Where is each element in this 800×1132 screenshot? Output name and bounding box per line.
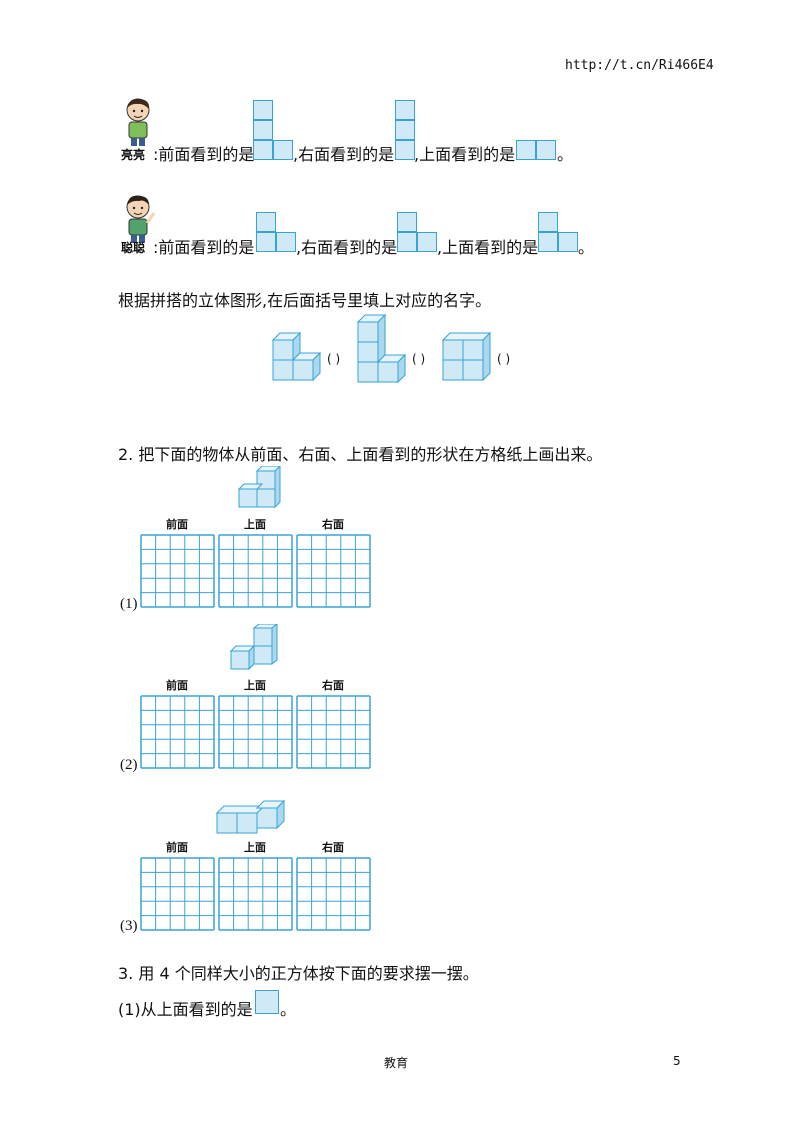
grid-paper-2-1[interactable]: [140, 695, 215, 769]
q3-title: 3. 用 4 个同样大小的正方体按下面的要求摆一摆。: [118, 964, 479, 983]
grid-label: 上面: [244, 841, 266, 854]
grid-paper-1-2[interactable]: [218, 534, 293, 608]
speaker-name: 聪聪: [121, 241, 146, 255]
colon: :: [153, 238, 159, 257]
object-1-cubes: [237, 466, 281, 509]
grid-paper-3-3[interactable]: [296, 857, 371, 931]
grid-label: 右面: [322, 679, 344, 692]
top-view-shape-2: [538, 212, 578, 252]
grid-label: 右面: [322, 518, 344, 531]
grid-label: 上面: [244, 518, 266, 531]
part-label-1: (1): [120, 596, 138, 612]
answer-blank-c[interactable]: ( ): [497, 352, 511, 366]
grid-paper-3-2[interactable]: [218, 857, 293, 931]
cube-figure-b: [356, 313, 407, 384]
object-3-cubes: [215, 799, 286, 834]
grid-label: 前面: [166, 679, 188, 692]
boy-congcong-illustration: [126, 195, 156, 243]
answer-blank-b[interactable]: ( ): [412, 352, 426, 366]
colon: :: [153, 145, 159, 164]
grid-paper-2-3[interactable]: [296, 695, 371, 769]
object-2-cubes: [229, 624, 278, 671]
boy-liangliang-illustration: [126, 98, 150, 146]
footer-text: 教育: [384, 1056, 409, 1070]
grid-label: 前面: [166, 841, 188, 854]
q3-sub1: (1)从上面看到的是: [118, 996, 253, 1020]
section1-instruction: 根据拼搭的立体图形,在后面括号里填上对应的名字。: [118, 291, 492, 310]
view-sentence-1: :前面看到的是: [153, 141, 254, 165]
q3-sub1-end: 。: [280, 1000, 297, 1019]
grid-paper-3-1[interactable]: [140, 857, 215, 931]
right-view-shape-1: [395, 100, 415, 160]
cube-figure-c: [441, 331, 492, 382]
q3-top-view-square: [255, 990, 279, 1014]
q3-sub1-text: (1)从上面看到的是: [118, 1000, 253, 1019]
end-mark-1: 。: [557, 145, 574, 164]
front-view-shape-2: [256, 212, 296, 252]
q2-title: 2. 把下面的物体从前面、右面、上面看到的形状在方格纸上画出来。: [118, 445, 603, 464]
right-label-1: ,右面看到的是: [293, 145, 395, 164]
view-sentence-2: :前面看到的是: [153, 234, 254, 258]
speaker-name: 亮亮: [121, 148, 146, 162]
right-view-shape-2: [397, 212, 437, 252]
cube-figure-a: [271, 331, 322, 382]
top-label-2: ,上面看到的是: [437, 238, 539, 257]
front-label: 前面看到的是: [158, 145, 255, 164]
front-view-shape-1: [253, 100, 293, 160]
answer-blank-a[interactable]: ( ): [327, 352, 341, 366]
end-mark-2: 。: [578, 238, 595, 257]
grid-paper-1-1[interactable]: [140, 534, 215, 608]
part-label-3: (3): [120, 918, 138, 934]
grid-paper-2-2[interactable]: [218, 695, 293, 769]
right-label-2: ,右面看到的是: [296, 238, 398, 257]
top-label-1: ,上面看到的是: [414, 145, 516, 164]
grid-label: 上面: [244, 679, 266, 692]
grid-label: 前面: [166, 518, 188, 531]
grid-label: 右面: [322, 841, 344, 854]
source-url[interactable]: http://t.cn/Ri466E4: [565, 58, 714, 73]
front-label: 前面看到的是: [158, 238, 255, 257]
part-label-2: (2): [120, 757, 138, 773]
top-view-shape-1: [516, 140, 556, 160]
page-number: 5: [673, 1054, 681, 1068]
grid-paper-1-3[interactable]: [296, 534, 371, 608]
